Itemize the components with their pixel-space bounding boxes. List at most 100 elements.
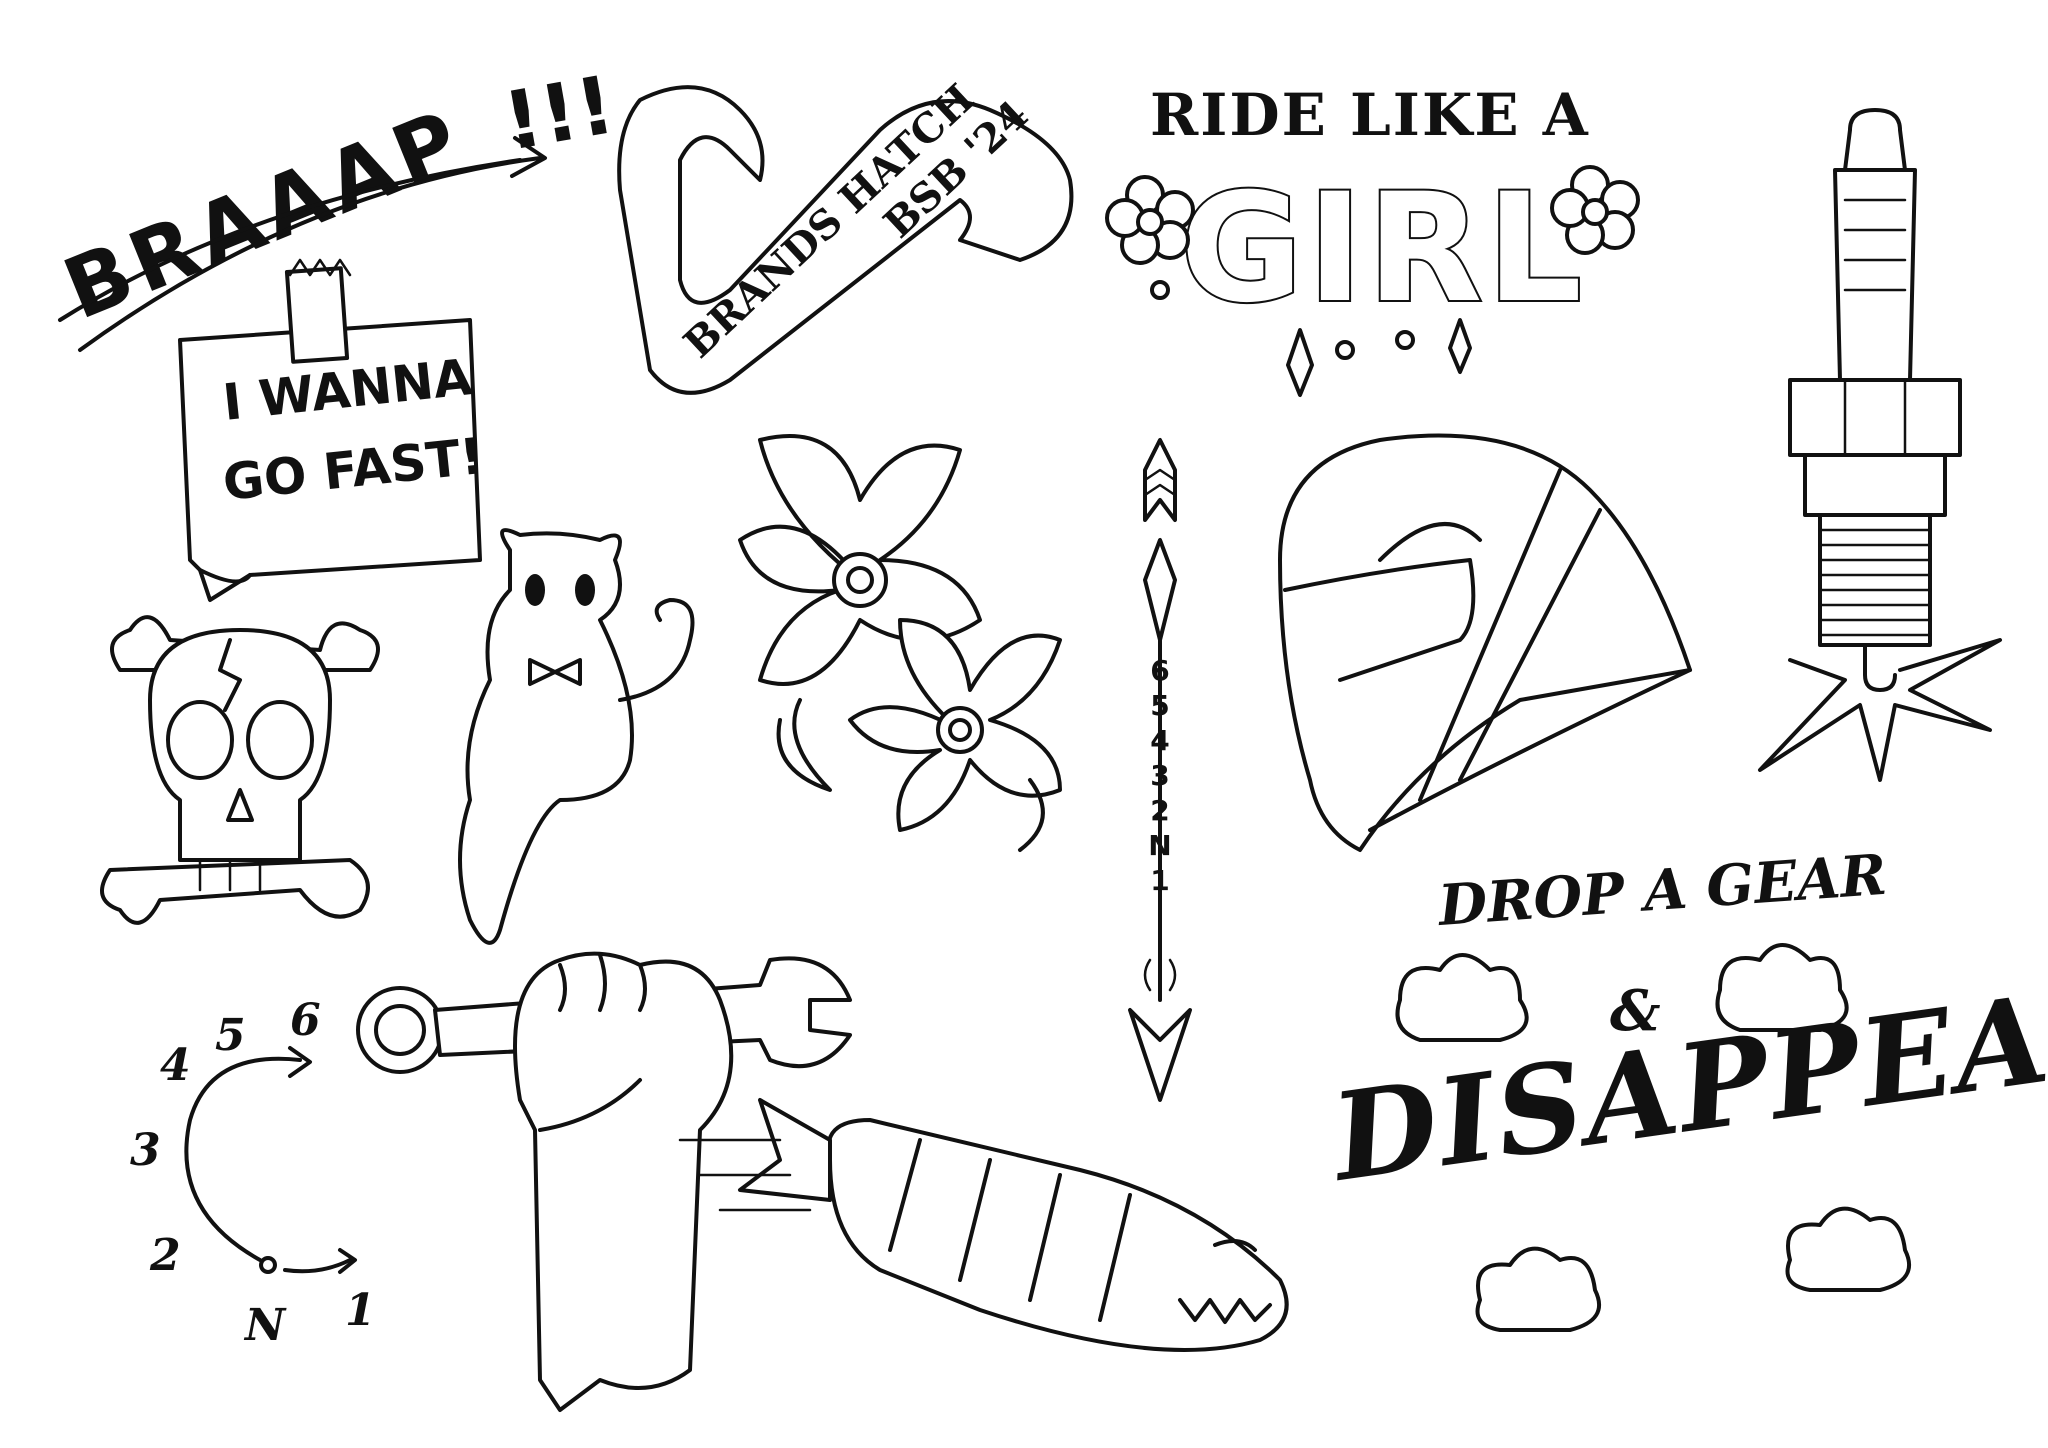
ampersand-text: &	[1610, 978, 1661, 1044]
skull-nose	[226, 788, 254, 822]
cat-eye-left	[525, 574, 545, 606]
dial-5: 5	[215, 1010, 246, 1061]
ride-like-a-text: RIDE LIKE A	[1150, 81, 1590, 149]
plug-body	[1803, 453, 1947, 517]
bone-bottom	[100, 858, 370, 925]
bomb-fins-icon	[738, 1098, 832, 1202]
flower-left-icon	[1105, 175, 1195, 265]
fist-knuckles	[558, 953, 647, 1012]
helmet-stripe	[1458, 508, 1602, 782]
shift-arc	[184, 1056, 302, 1262]
cat-flash	[458, 528, 695, 945]
gear-6: 6	[1150, 654, 1169, 687]
brands-hatch-flash: BRANDS HATCH BSB '24	[617, 75, 1074, 395]
cat-tail	[618, 598, 695, 702]
speed-lines	[678, 1138, 812, 1212]
spark-plug-flash	[1758, 108, 2002, 782]
dot-icon	[1395, 330, 1415, 350]
cloud-icon	[1715, 943, 1849, 1032]
helmet-stripe	[1418, 468, 1562, 802]
arrow-vibration-lines	[1143, 958, 1177, 992]
gear-4: 4	[1150, 724, 1169, 757]
flowers-flash	[738, 434, 1062, 852]
dot-icon	[1150, 280, 1170, 300]
wrench-ring-inner	[374, 1004, 426, 1056]
dial-2: 2	[149, 1230, 181, 1281]
ride-like-a-girl-flash: RIDE LIKE A GIRL	[1105, 81, 1640, 397]
leaf-icon	[776, 698, 832, 792]
plug-hex-nut	[1788, 378, 1962, 457]
helmet-flash	[1278, 433, 1692, 852]
plug-tip	[1843, 108, 1907, 172]
gear-1: 1	[1150, 864, 1169, 897]
cloud-icon	[1475, 1246, 1601, 1332]
tape-torn-edge	[288, 258, 352, 277]
gear-3: 3	[1150, 759, 1169, 792]
flower-small-icon	[848, 618, 1062, 832]
arrow-diamond-icon	[1143, 538, 1177, 642]
plug-electrode	[1863, 643, 1897, 692]
shark-teeth-icon	[1178, 1298, 1272, 1324]
flower-right-icon	[1550, 165, 1640, 255]
go-fast-note: I WANNA GO FAST!	[178, 258, 486, 602]
cloud-icon	[1395, 953, 1529, 1042]
cloud-icon	[1785, 1206, 1911, 1292]
braaap-text: BRAAAP	[51, 90, 478, 339]
shift-arrow-first	[283, 1258, 352, 1274]
fletching-lines	[1143, 468, 1177, 497]
speed-line-lower	[78, 156, 542, 352]
gear-arrow-flash: 6 5 4 3 2 N 1	[1128, 438, 1192, 1102]
gear-n: N	[1148, 829, 1171, 862]
neutral-dot-icon	[259, 1256, 277, 1274]
visor-opening	[1378, 522, 1482, 562]
skull-eye-right	[246, 700, 314, 780]
shark-bomb-flash	[678, 1098, 1289, 1352]
drop-a-gear-flash: DROP A GEAR & DISAPPEAR	[1321, 842, 2048, 1332]
leaf-icon	[1018, 778, 1045, 852]
arrow-head-icon	[288, 1046, 312, 1078]
helmet-rim	[1368, 668, 1692, 832]
shark-eye	[1213, 1239, 1257, 1252]
dial-n: N	[243, 1300, 287, 1351]
spark-burst-icon	[1758, 638, 2002, 782]
speed-line-upper	[58, 158, 522, 322]
skull-flash	[100, 615, 380, 925]
plug-insulator	[1833, 168, 1917, 382]
girl-text: GIRL	[1180, 162, 1586, 336]
note-curl	[198, 568, 252, 584]
gear-5: 5	[1150, 689, 1169, 722]
sparkle-icon	[1448, 318, 1472, 374]
arrow-head-icon	[338, 1248, 357, 1274]
plug-thread-lines	[1818, 528, 1932, 637]
wrench-ring-icon	[356, 986, 444, 1074]
bomb-body	[826, 1118, 1289, 1352]
track-outline	[617, 85, 1074, 395]
gear-dial-flash: 2 3 4 5 6 N 1	[130, 995, 376, 1351]
tape-icon	[284, 266, 350, 364]
cat-body	[458, 528, 634, 945]
braaap-bangs: !!!	[497, 58, 621, 169]
helmet-visor	[1283, 558, 1476, 682]
dial-4: 4	[160, 1040, 191, 1091]
skull-head	[148, 628, 332, 862]
bow-tie-icon	[528, 658, 582, 686]
cat-eye-right	[575, 574, 595, 606]
arrow-fletching-icon	[1143, 438, 1177, 522]
arrow-head-icon	[1128, 1008, 1192, 1102]
note-paper	[178, 318, 482, 602]
skull-crack	[218, 638, 242, 712]
bomb-panel-lines	[888, 1138, 1132, 1322]
drop-a-gear-text: DROP A GEAR	[1434, 842, 1888, 939]
dial-6: 6	[290, 995, 321, 1046]
plug-ribs	[1843, 198, 1907, 292]
gear-2: 2	[1150, 794, 1169, 827]
fist-thumb	[538, 1078, 642, 1132]
dot-icon	[1335, 340, 1355, 360]
fist-wrench-flash	[356, 951, 852, 1412]
dial-1: 1	[345, 1285, 376, 1336]
fist-arm-icon	[513, 951, 734, 1412]
plug-hex-edges	[1843, 378, 1907, 457]
plug-thread	[1818, 513, 1932, 647]
skull-teeth	[198, 858, 262, 892]
